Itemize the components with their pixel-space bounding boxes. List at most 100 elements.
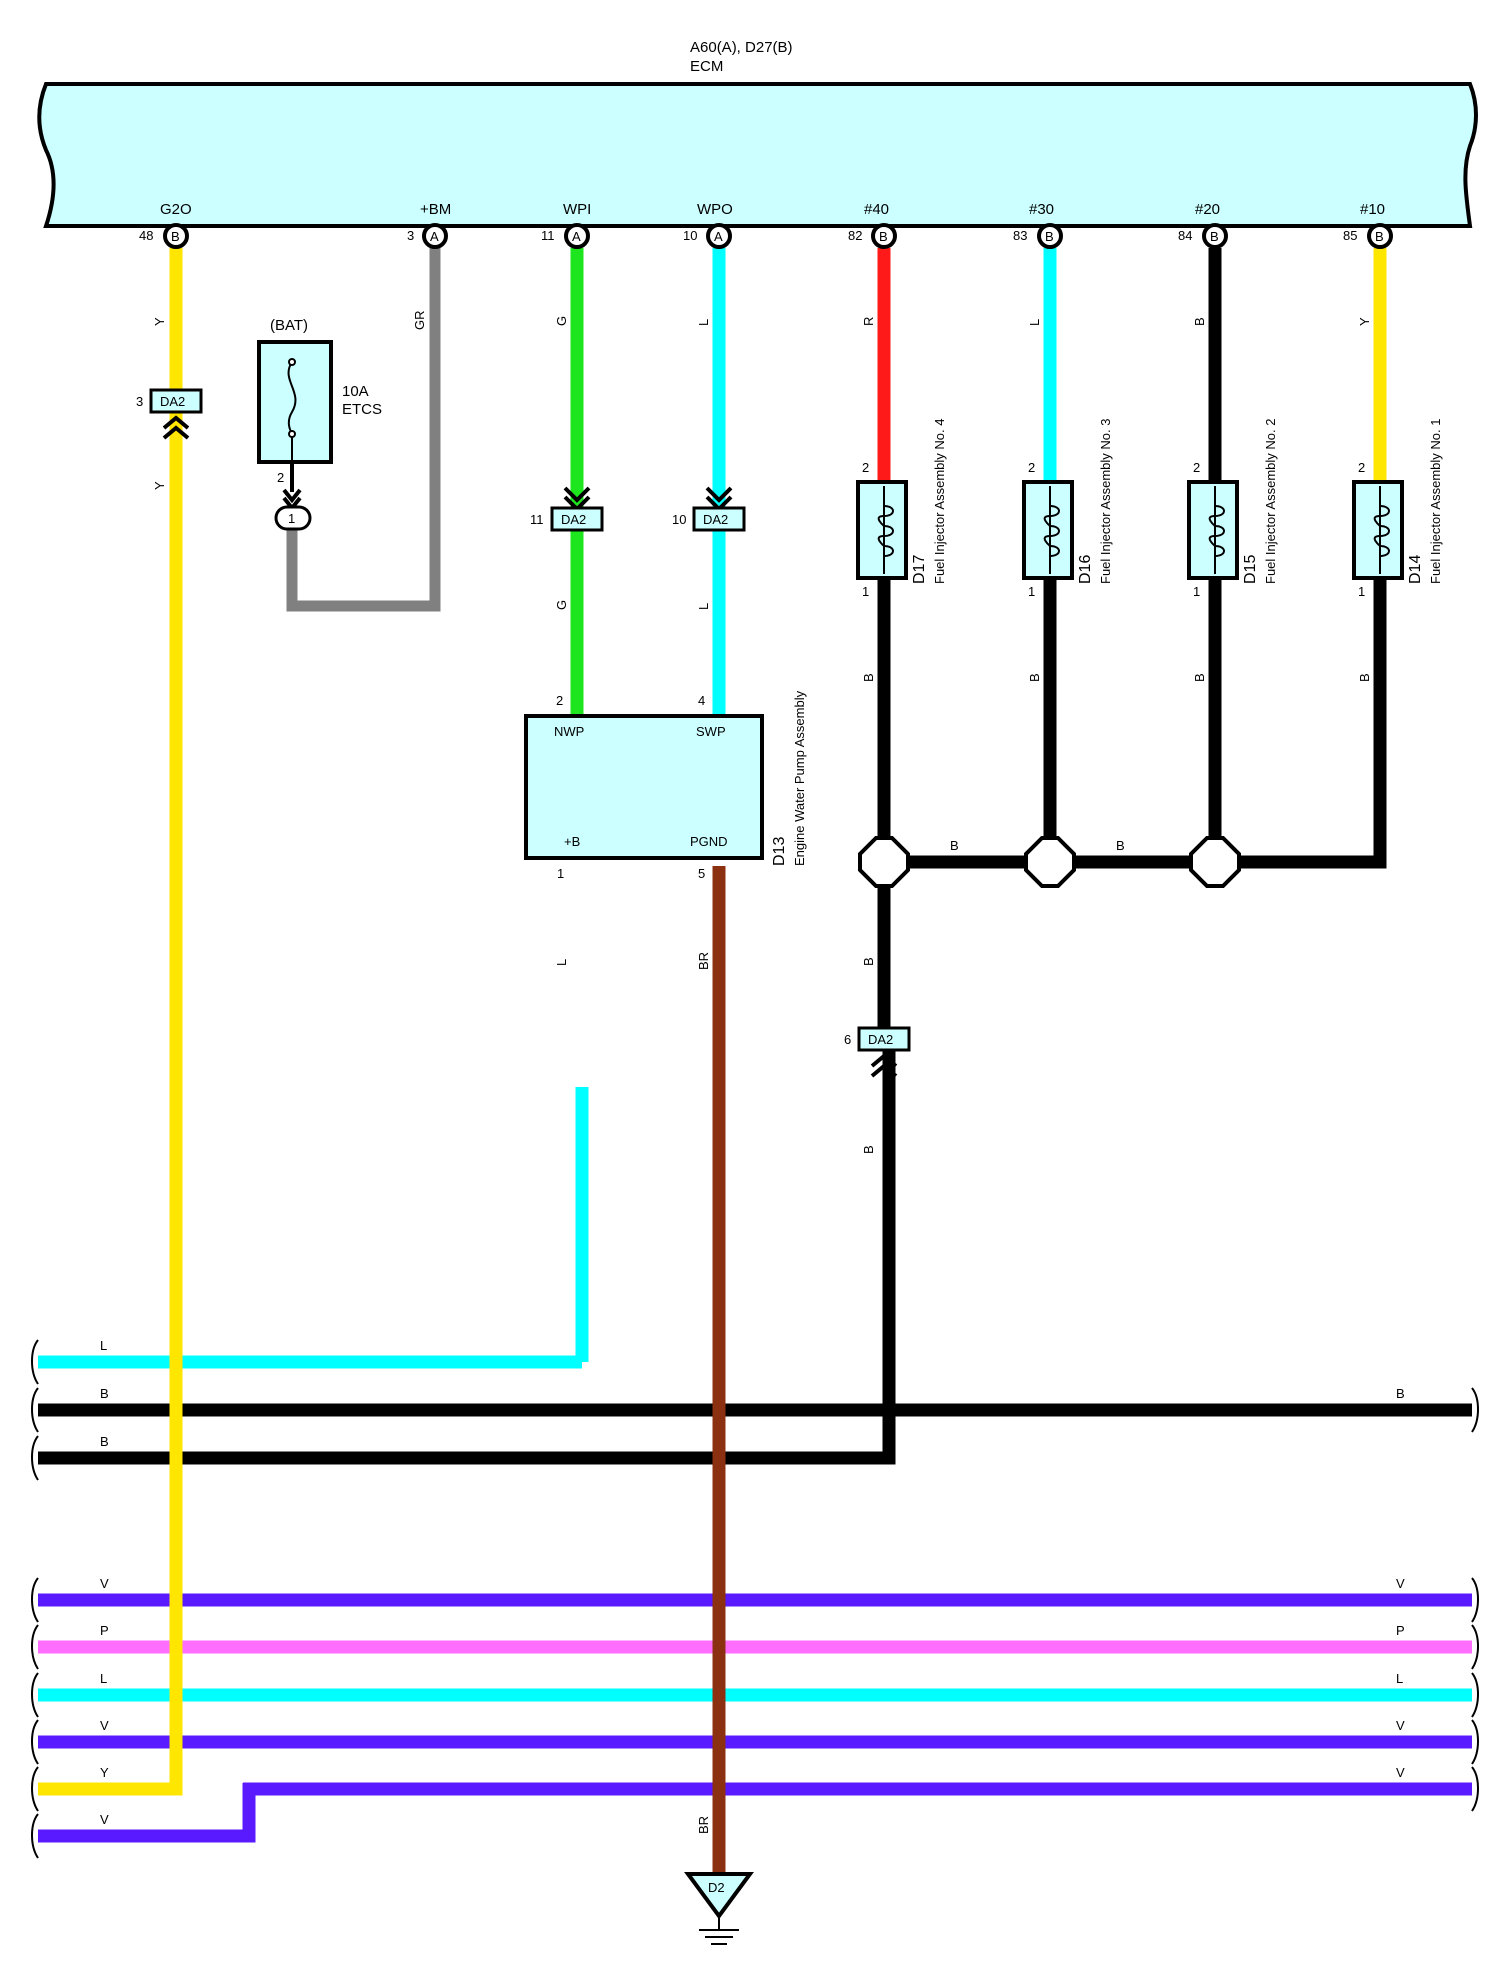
fuse-etcs: (BAT) 10A ETCS 2 1 bbox=[257, 317, 382, 531]
pump-nwp: NWP bbox=[554, 724, 584, 739]
fuse-pin: 2 bbox=[277, 470, 284, 485]
wire-label-b-2: B bbox=[861, 673, 876, 682]
injector-d17: 2 1 D17 Fuel Injector Assembly No. 4 bbox=[856, 419, 947, 599]
pin-num-n20: 84 bbox=[1178, 228, 1192, 243]
wire-bm bbox=[286, 248, 441, 612]
pin-terminal-wpi bbox=[564, 223, 590, 249]
injector-d16-pin-top: 2 bbox=[1028, 460, 1035, 475]
pin-num-n30: 83 bbox=[1013, 228, 1027, 243]
wire-label-y-2: Y bbox=[152, 481, 167, 490]
wire-label-r: R bbox=[861, 317, 876, 326]
pin-conn-n20: B bbox=[1210, 229, 1219, 244]
pin-conn-n40: B bbox=[879, 229, 888, 244]
bus-label-l-right: L bbox=[1396, 1671, 1403, 1686]
pin-num-n10: 85 bbox=[1343, 228, 1357, 243]
injector-d14-name: Fuel Injector Assembly No. 1 bbox=[1428, 419, 1443, 584]
wire-g2o bbox=[38, 248, 183, 1796]
bus-label-v3-left: V bbox=[100, 1812, 109, 1827]
splice-junctions bbox=[858, 836, 1241, 888]
pump-pin-nwp: 2 bbox=[556, 693, 563, 708]
injector-d17-pin-bottom: 1 bbox=[862, 584, 869, 599]
ecm-name: ECM bbox=[690, 58, 723, 75]
splice-2 bbox=[1024, 836, 1076, 888]
bus-label-v1-left: V bbox=[100, 1576, 109, 1591]
wire-color-labels: Y Y GR G G L L R L B Y B B B B B B B B L… bbox=[100, 311, 1405, 1835]
fuse-junction: 1 bbox=[288, 511, 295, 526]
da2-label-wpi: DA2 bbox=[561, 512, 586, 527]
ecm-block bbox=[37, 82, 1478, 228]
pump-pgnd: PGND bbox=[690, 834, 728, 849]
bus-label-y-left: Y bbox=[100, 1765, 109, 1780]
pin-terminal-g2o bbox=[163, 223, 189, 249]
pin-num-wpo: 10 bbox=[683, 228, 697, 243]
injector-d17-code: D17 bbox=[911, 555, 928, 584]
bus-label-l2-left: L bbox=[100, 1671, 107, 1686]
fuse-name: ETCS bbox=[342, 401, 382, 418]
da2-pin-g2o: 3 bbox=[136, 394, 143, 409]
injector-d16: 2 1 D16 Fuel Injector Assembly No. 3 bbox=[1022, 419, 1113, 599]
wire-label-y-1: Y bbox=[152, 317, 167, 326]
wire-label-b-8: B bbox=[861, 957, 876, 966]
injector-ground-wires bbox=[877, 578, 1387, 1040]
injector-d14-pin-top: 2 bbox=[1358, 460, 1365, 475]
injector-d14-pin-bottom: 1 bbox=[1358, 584, 1365, 599]
bus-label-b1-left: B bbox=[100, 1386, 109, 1401]
pin-label-wpo: WPO bbox=[697, 201, 733, 218]
fuse-source: (BAT) bbox=[270, 317, 308, 334]
wire-label-b-4: B bbox=[1192, 673, 1207, 682]
bus-label-v3-right: V bbox=[1396, 1765, 1405, 1780]
wire-label-l-1: L bbox=[696, 319, 711, 326]
injector-d16-pin-bottom: 1 bbox=[1028, 584, 1035, 599]
pin-conn-wpi: A bbox=[572, 229, 581, 244]
pin-label-bm: +BM bbox=[420, 201, 451, 218]
wire-label-g-1: G bbox=[554, 316, 569, 326]
pump-code: D13 bbox=[771, 837, 788, 866]
pin-num-wpi: 11 bbox=[541, 228, 555, 243]
pin-label-n30: #30 bbox=[1029, 201, 1054, 218]
bus-label-b2-left: B bbox=[100, 1434, 109, 1449]
pin-conn-g2o: B bbox=[171, 229, 180, 244]
water-pump-assembly: 2 4 NWP SWP +B PGND 1 5 D13 Engine Water… bbox=[524, 690, 807, 881]
injector-d15-pin-bottom: 1 bbox=[1193, 584, 1200, 599]
pin-terminal-wpo bbox=[706, 223, 732, 249]
wire-label-b-9: B bbox=[861, 1145, 876, 1154]
pin-terminal-n20 bbox=[1202, 223, 1228, 249]
splice-1 bbox=[858, 836, 910, 888]
da2-pin-ground: 6 bbox=[844, 1032, 851, 1047]
pin-num-bm: 3 bbox=[407, 228, 414, 243]
fuse-rating: 10A bbox=[342, 383, 369, 400]
pin-num-n40: 82 bbox=[848, 228, 862, 243]
wire-label-b-1: B bbox=[1192, 317, 1207, 326]
pin-terminal-n10 bbox=[1367, 223, 1393, 249]
pin-conn-bm: A bbox=[430, 229, 439, 244]
bus-label-b-right: B bbox=[1396, 1386, 1405, 1401]
da2-pin-wpo: 10 bbox=[672, 512, 686, 527]
ecm-connector-title: A60(A), D27(B) bbox=[690, 39, 793, 56]
pump-name: Engine Water Pump Assembly bbox=[792, 690, 807, 866]
wire-label-l-4: L bbox=[554, 959, 569, 966]
splice-3 bbox=[1189, 836, 1241, 888]
injector-d16-name: Fuel Injector Assembly No. 3 bbox=[1098, 419, 1113, 584]
connector-da2-g2o: 3 DA2 bbox=[136, 388, 203, 440]
injector-d17-name: Fuel Injector Assembly No. 4 bbox=[932, 419, 947, 584]
da2-label-wpo: DA2 bbox=[703, 512, 728, 527]
pin-conn-n30: B bbox=[1045, 229, 1054, 244]
da2-label-g2o: DA2 bbox=[160, 394, 185, 409]
wire-label-l-2: L bbox=[696, 603, 711, 610]
injector-d17-pin-top: 2 bbox=[862, 460, 869, 475]
wire-label-b-7: B bbox=[1116, 838, 1125, 853]
bus-label-l-left: L bbox=[100, 1338, 107, 1353]
pin-label-g2o: G2O bbox=[160, 201, 192, 218]
injector-d14: 2 1 D14 Fuel Injector Assembly No. 1 bbox=[1352, 419, 1443, 599]
pin-conn-wpo: A bbox=[714, 229, 723, 244]
pin-label-wpi: WPI bbox=[563, 201, 591, 218]
pump-pin-swp: 4 bbox=[698, 693, 705, 708]
pin-label-n10: #10 bbox=[1360, 201, 1385, 218]
wire-label-b-3: B bbox=[1027, 673, 1042, 682]
connector-da2-wpo: 10 DA2 bbox=[672, 486, 746, 532]
pin-label-n20: #20 bbox=[1195, 201, 1220, 218]
injector-d15-pin-top: 2 bbox=[1193, 460, 1200, 475]
pin-num-g2o: 48 bbox=[139, 228, 153, 243]
pin-terminal-n40 bbox=[871, 223, 897, 249]
wire-label-br-1: BR bbox=[696, 952, 711, 970]
